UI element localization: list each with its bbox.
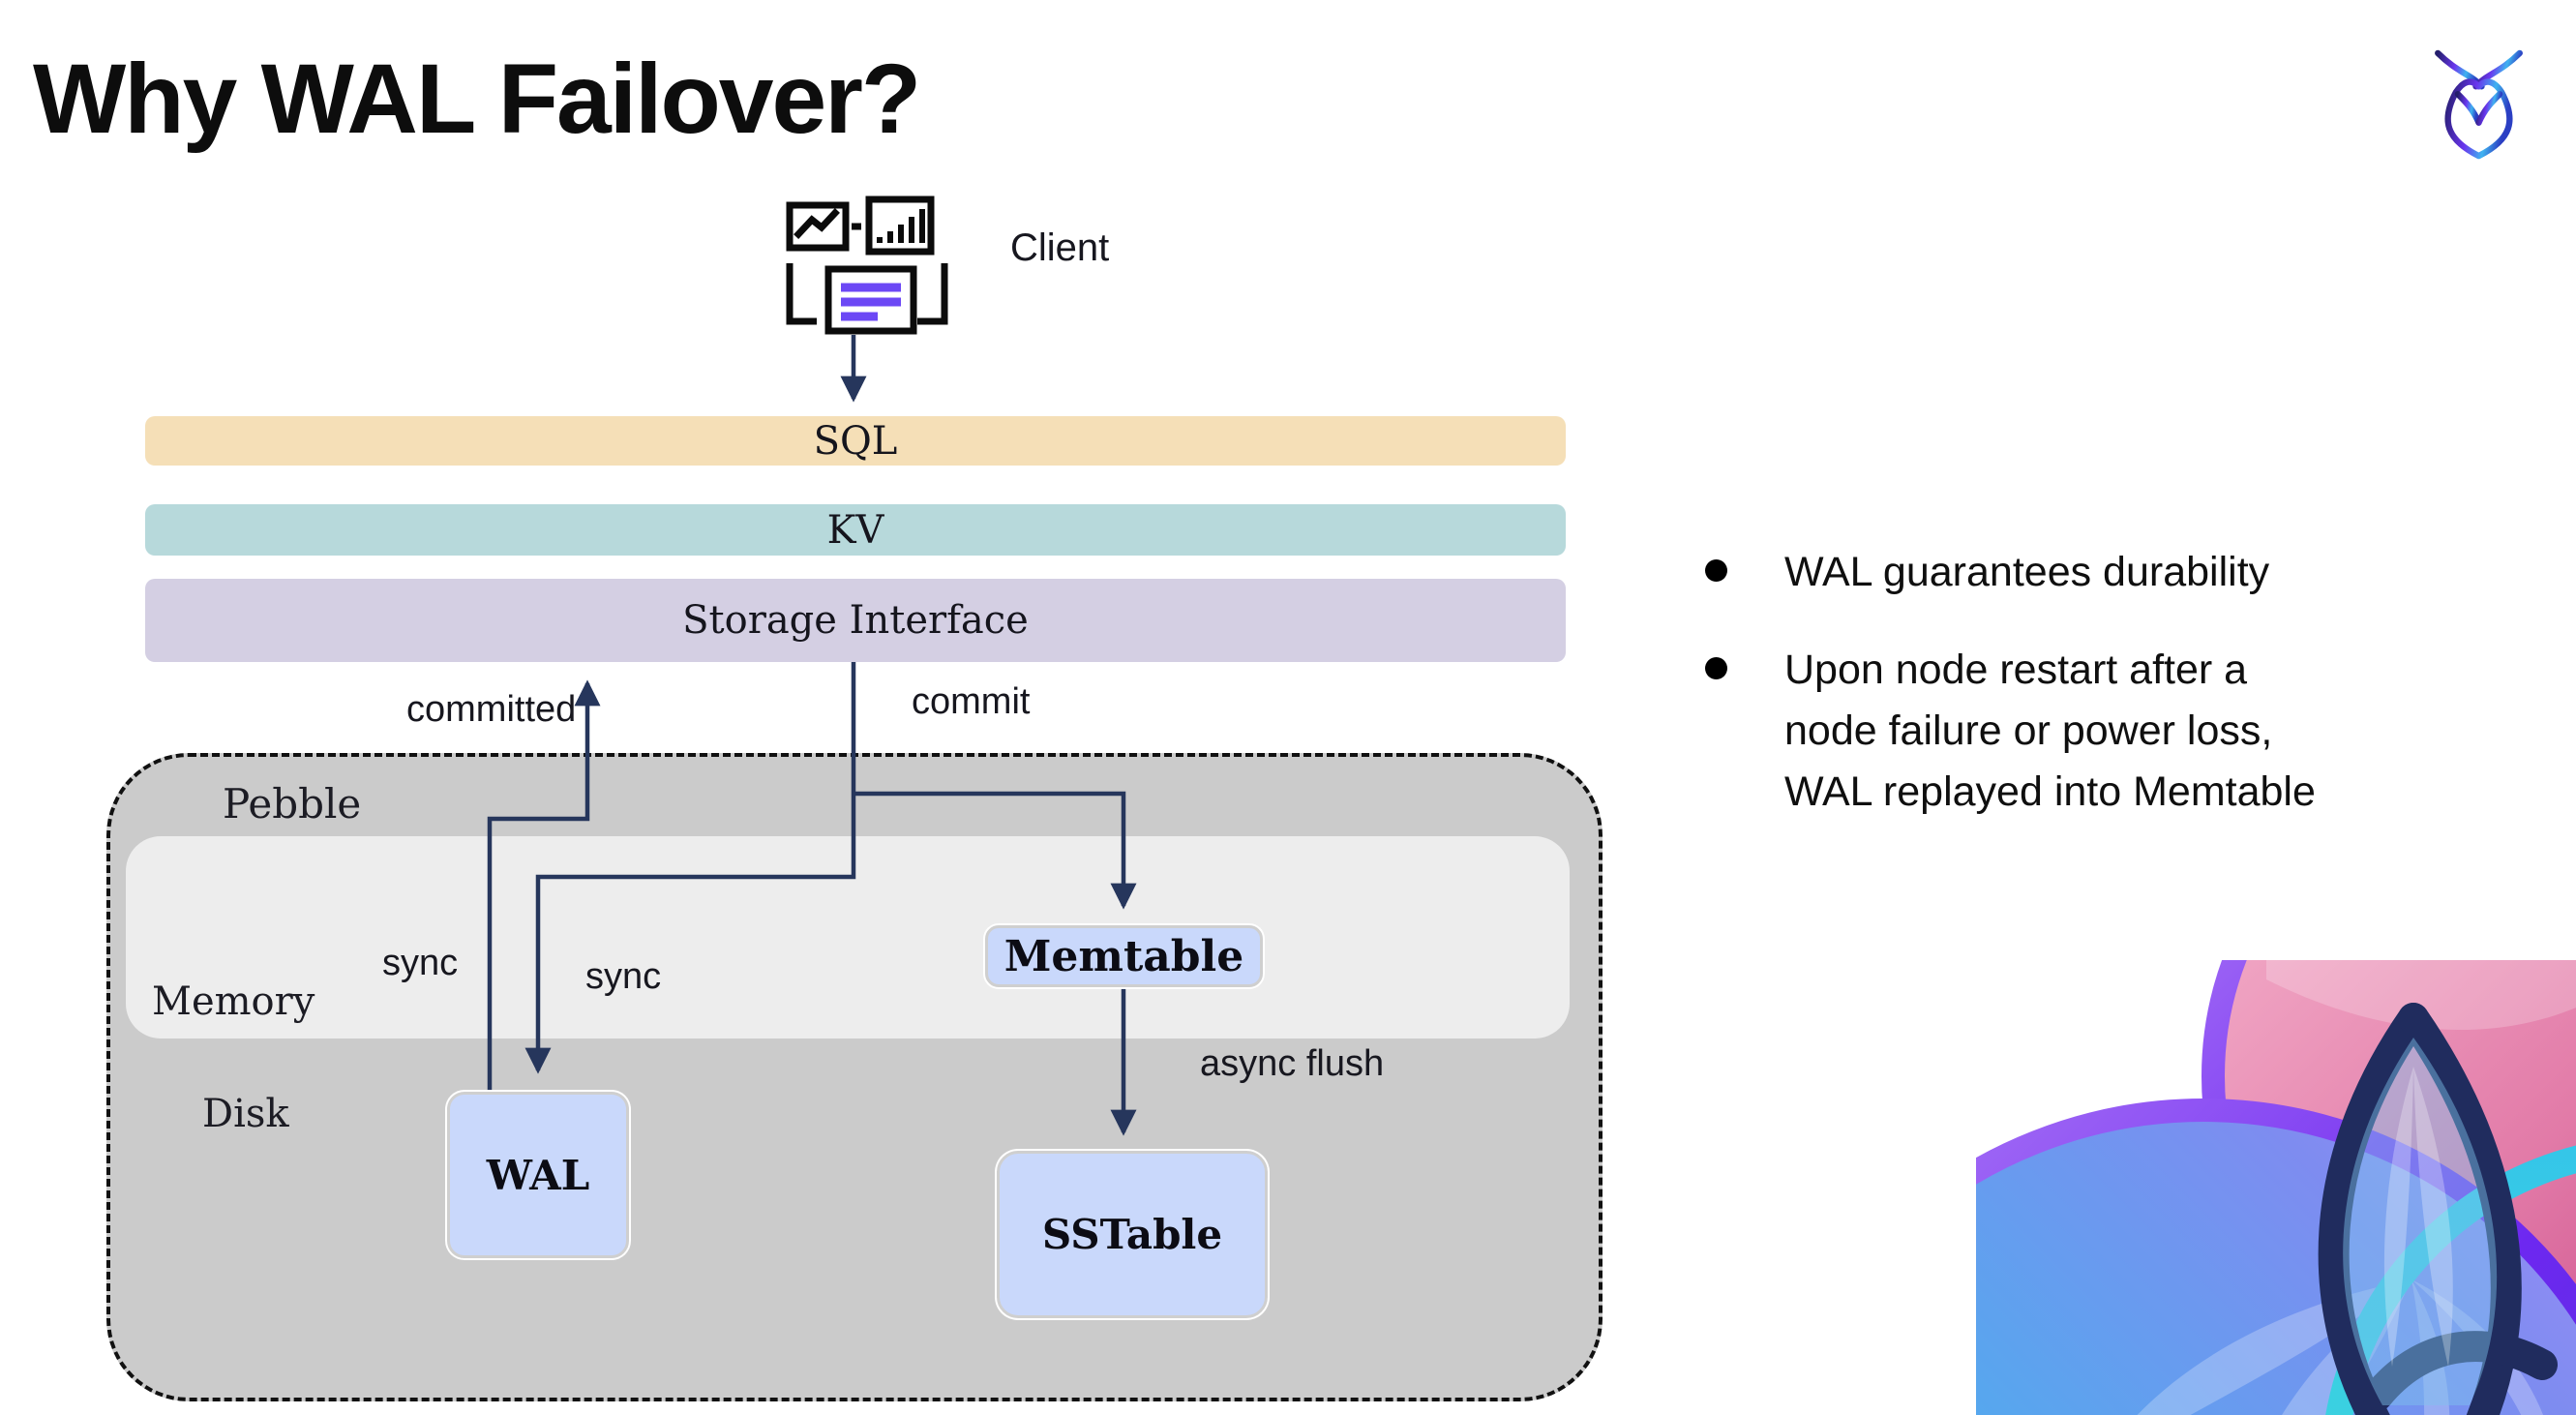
sstable-label: SSTable — [1041, 1211, 1223, 1258]
layer-label-storage-interface: Storage Interface — [682, 598, 1029, 643]
brand-art-cockroach-spheres — [1976, 960, 2576, 1415]
sstable-node: SSTable — [997, 1151, 1268, 1318]
client-label: Client — [1010, 226, 1110, 269]
layer-label-sql: SQL — [813, 418, 898, 464]
cockroach-logo-icon — [2435, 49, 2523, 160]
wal-node: WAL — [447, 1092, 629, 1258]
disk-label: Disk — [202, 1092, 289, 1136]
list-item: WAL guarantees durability — [1705, 542, 2537, 603]
pebble-label: Pebble — [223, 780, 362, 828]
list-item: Upon node restart after a node failure o… — [1705, 640, 2537, 823]
layer-bar-storage-interface: Storage Interface — [145, 579, 1566, 662]
bullet-list: WAL guarantees durability Upon node rest… — [1705, 542, 2537, 859]
layer-label-kv: KV — [826, 507, 884, 553]
committed-edge-label: committed — [406, 689, 577, 730]
bullet-text: Upon node restart after a node failure o… — [1784, 647, 2316, 815]
memtable-label: Memtable — [1003, 931, 1244, 981]
wal-label: WAL — [486, 1151, 590, 1199]
sync-left-edge-label: sync — [382, 943, 459, 983]
sync-right-edge-label: sync — [585, 956, 662, 997]
bullet-text: WAL guarantees durability — [1784, 549, 2270, 595]
memtable-node: Memtable — [985, 925, 1263, 987]
bullet-dot-icon — [1705, 657, 1727, 679]
page-title: Why WAL Failover? — [33, 44, 921, 154]
memory-label: Memory — [152, 979, 315, 1024]
layer-bar-sql: SQL — [145, 416, 1566, 466]
async-flush-edge-label: async flush — [1200, 1043, 1385, 1084]
commit-edge-label: commit — [912, 681, 1031, 722]
memory-zone — [126, 836, 1570, 1039]
bullet-dot-icon — [1705, 559, 1727, 582]
client-icon — [786, 196, 948, 335]
layer-bar-kv: KV — [145, 504, 1566, 556]
